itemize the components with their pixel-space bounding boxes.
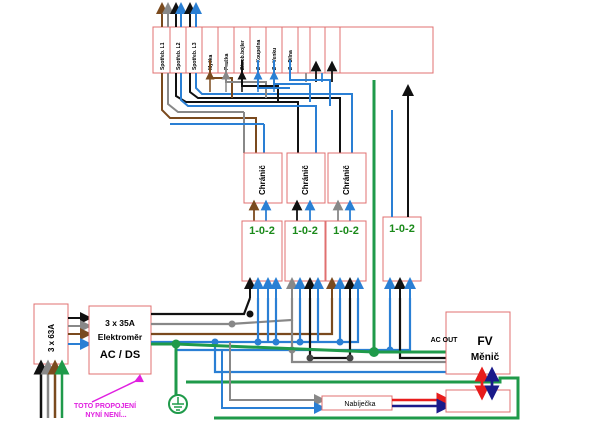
- inverter: FV Měnič: [445, 311, 511, 375]
- note-line-1: TOTO PROPOJENÍ: [74, 401, 137, 410]
- switch-3: 1-0-2: [325, 220, 367, 282]
- switch-1-label: 1-0-2: [249, 225, 275, 237]
- rcd-1-label: Chránič: [258, 165, 267, 195]
- rcd-2: Chránič: [286, 152, 326, 204]
- switch-4-label: 1-0-2: [389, 223, 415, 235]
- panel-label-venku: Z - Venku: [272, 48, 278, 70]
- panel-input-arrows: [205, 70, 279, 92]
- panel-label-l2: Spotřeb. L2: [176, 42, 182, 70]
- meter-mode: AC / DS: [100, 349, 140, 361]
- ac-out-label: AC OUT: [431, 337, 459, 344]
- ground-icon: [168, 394, 188, 414]
- panel-to-rcd-wires: [161, 60, 353, 153]
- rcd-3-label: Chránič: [342, 165, 351, 195]
- inverter-title: FV: [477, 334, 492, 348]
- junctions: [171, 310, 394, 362]
- panel-label-koupelna: Z - Koupelna: [256, 40, 262, 70]
- meter-title: Elektroměr: [98, 332, 143, 342]
- switch4-to-panel: [391, 84, 414, 217]
- note-line-2: NYNÍ NENÍ...: [85, 410, 126, 419]
- mains-input-arrows: [33, 359, 70, 418]
- inverter-subtitle: Měnič: [471, 352, 500, 363]
- switch-2-label: 1-0-2: [292, 225, 318, 237]
- rcd-1: Chránič: [243, 152, 283, 204]
- main-bus: [151, 297, 446, 374]
- panel-label-bojler: Zásob.bojler: [240, 40, 246, 70]
- meter-rating: 3 x 35A: [105, 318, 135, 328]
- main-breaker-label: 3 x 63A: [47, 324, 56, 352]
- switch-1: 1-0-2: [241, 220, 283, 282]
- switch-3-label: 1-0-2: [333, 225, 359, 237]
- charger: Nabíječka: [321, 395, 393, 411]
- main-breaker: 3 x 63A: [33, 303, 69, 365]
- output-arrows: [156, 2, 202, 27]
- panel-label-l1: Spotřeb. L1: [160, 42, 166, 70]
- charger-to-battery-arrows: [392, 392, 452, 414]
- charger-wires: [221, 342, 326, 414]
- note: TOTO PROPOJENÍ NYNÍ NENÍ...: [74, 373, 145, 419]
- rcd-2-label: Chránič: [301, 165, 310, 195]
- electricity-meter: 3 x 35A Elektroměr AC / DS: [88, 305, 152, 375]
- battery-box: [445, 389, 511, 413]
- charger-label: Nabíječka: [344, 401, 375, 408]
- switch-to-rcd-arrows: [248, 199, 356, 221]
- battery-arrows: [474, 366, 500, 401]
- note-text: TOTO PROPOJENÍ NYNÍ NENÍ...: [74, 401, 138, 419]
- switch-2: 1-0-2: [284, 220, 326, 282]
- breaker-to-meter-arrows: [68, 312, 92, 350]
- rcd-3: Chránič: [327, 152, 367, 204]
- distribution-panel: Spotřeb. L1 Spotřeb. L2 Spotřeb. L3 Myčk…: [152, 26, 434, 74]
- switch-4: 1-0-2: [382, 216, 422, 282]
- panel-label-l3: Spotřeb. L3: [192, 42, 198, 70]
- pe-wire: [151, 80, 520, 420]
- bus-to-switch-arrows: [244, 277, 416, 298]
